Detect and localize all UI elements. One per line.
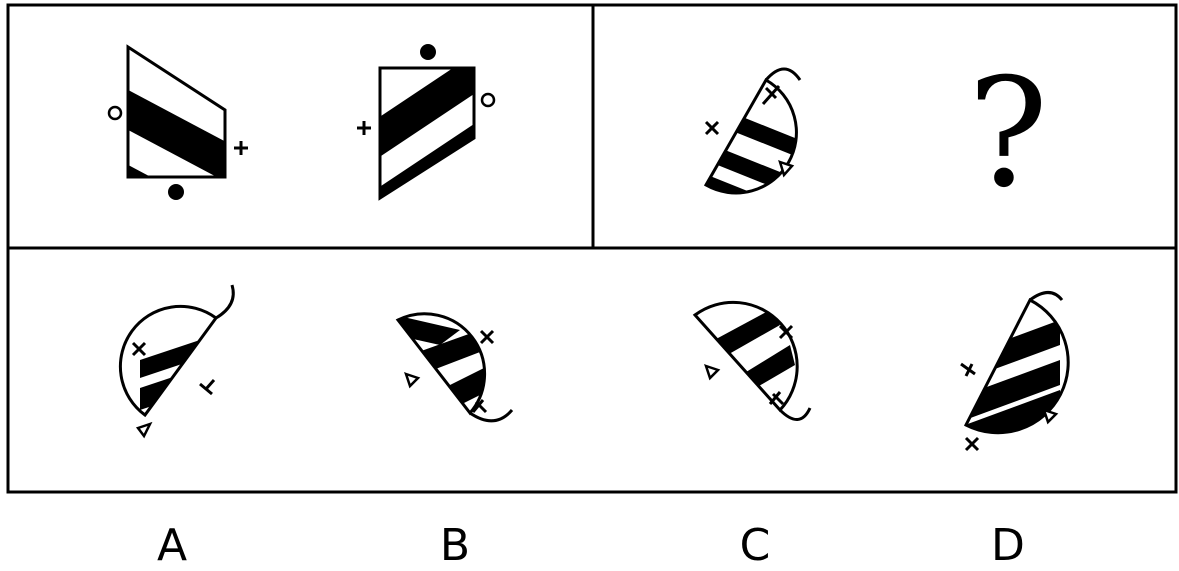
figure-2	[357, 44, 494, 240]
cross-marker	[481, 331, 493, 343]
plus-marker	[234, 141, 248, 155]
t-marker	[961, 364, 975, 376]
option-d-figure	[960, 293, 1070, 451]
open-circle-marker	[109, 107, 121, 119]
figure-3	[690, 69, 810, 240]
triangle-marker	[706, 366, 718, 378]
triangle-marker	[1044, 410, 1056, 422]
figure-1	[100, 47, 260, 275]
plus-marker	[357, 121, 371, 135]
question-mark: ?	[968, 47, 1048, 221]
option-b-figure	[390, 310, 512, 421]
option-b-label[interactable]: B	[440, 520, 470, 571]
option-a-figure	[120, 285, 233, 436]
filled-dot-marker	[420, 44, 436, 60]
option-c-figure	[690, 300, 810, 420]
t-marker	[200, 380, 214, 394]
option-labels: A B C D	[157, 520, 1025, 571]
open-circle-marker	[482, 94, 494, 106]
cross-marker	[706, 122, 718, 134]
option-c-label[interactable]: C	[740, 520, 771, 571]
filled-dot-marker	[168, 184, 184, 200]
option-d-label[interactable]: D	[991, 520, 1025, 571]
triangle-marker	[406, 374, 418, 386]
option-a-label[interactable]: A	[157, 520, 187, 571]
triangle-marker	[138, 424, 150, 436]
cross-marker	[966, 438, 978, 450]
